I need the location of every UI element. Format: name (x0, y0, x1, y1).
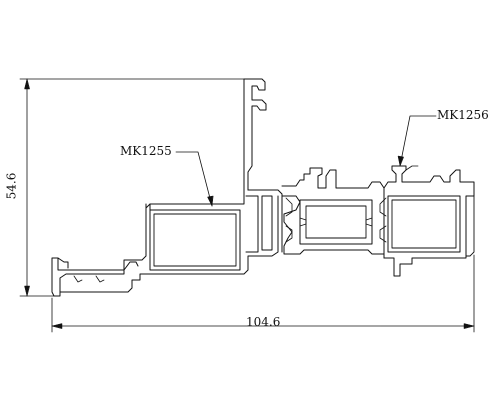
mk1256-label: MK1256 (437, 108, 489, 122)
height-dimension (19, 78, 247, 297)
width-dimension (51, 254, 475, 333)
mk1256-profile (383, 165, 475, 277)
width-dimension-value: 104.6 (246, 315, 281, 329)
leader-lines (175, 115, 437, 207)
mk1255-label: MK1255 (120, 144, 172, 158)
thermal-break (281, 167, 387, 255)
mk1255-profile (51, 78, 283, 297)
height-dimension-value: 54.6 (4, 172, 19, 200)
